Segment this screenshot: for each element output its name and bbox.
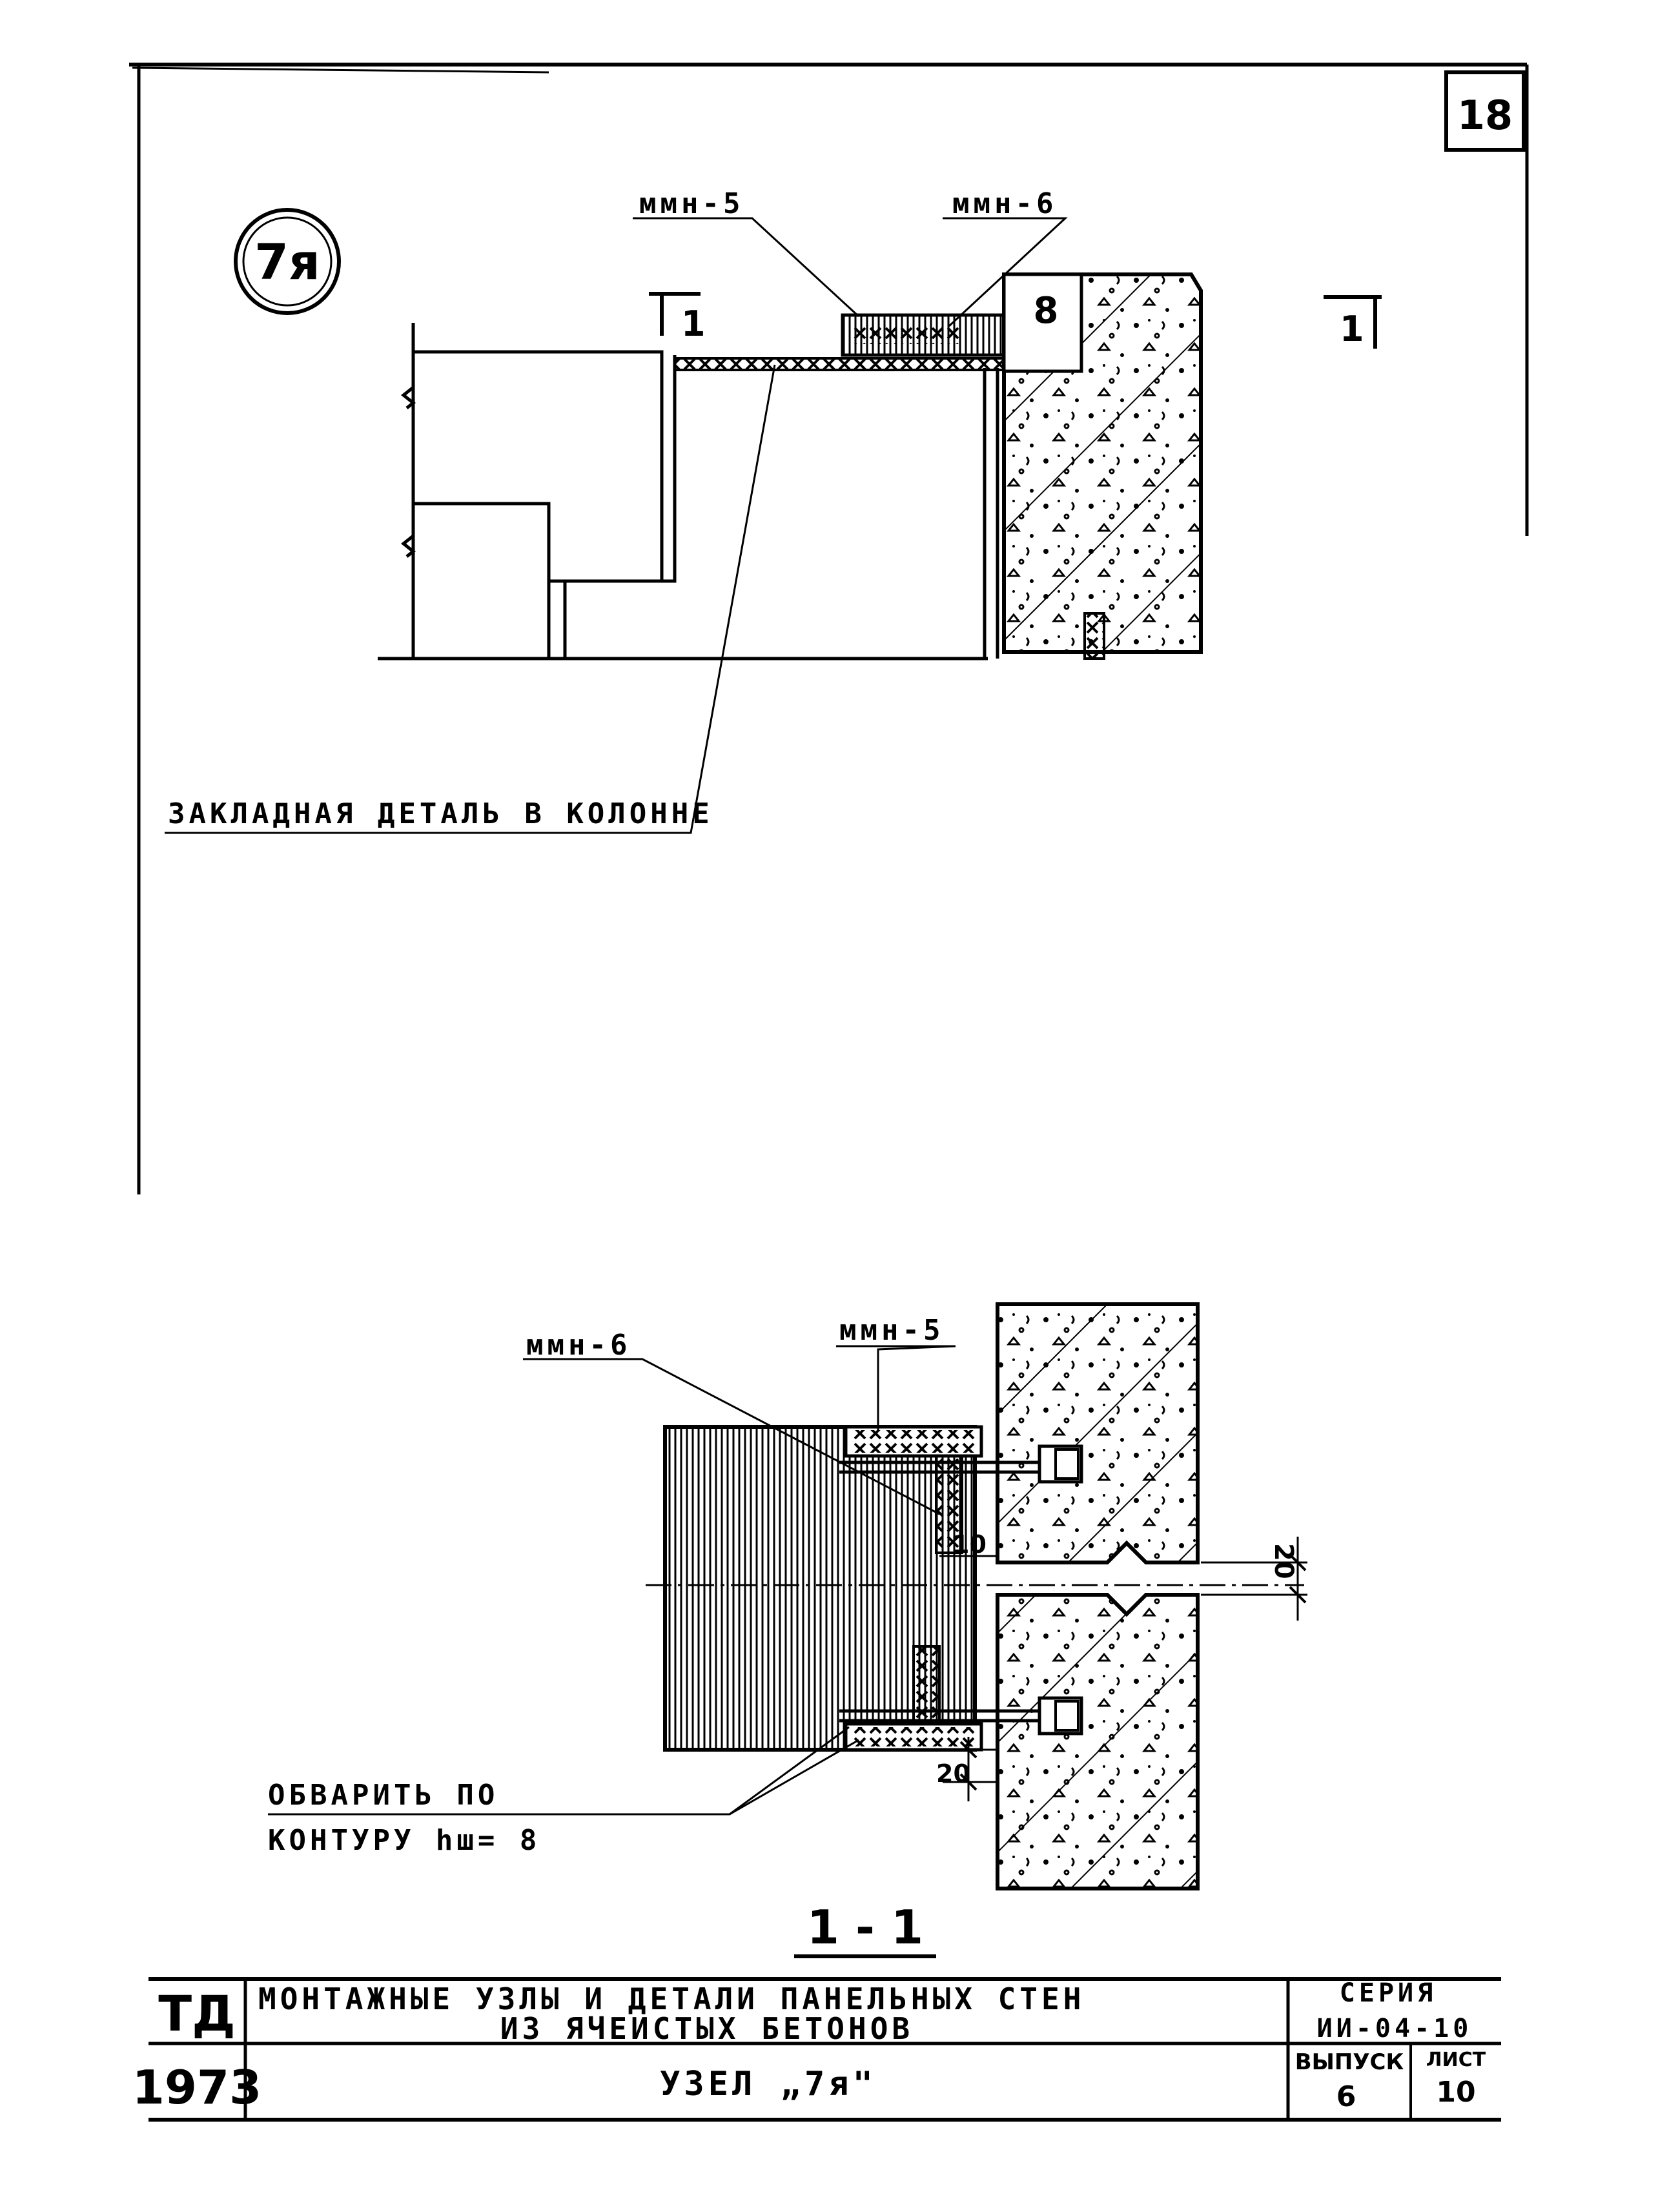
section-title: 1 - 1 xyxy=(794,1900,936,1958)
year: 1973 xyxy=(132,2060,261,2115)
section-panel-lower xyxy=(996,1593,1200,1890)
section-title-label: 1 - 1 xyxy=(807,1900,923,1954)
title-line2: ИЗ ЯЧЕИСТЫХ БЕТОНОВ xyxy=(500,2011,914,2046)
dim-joint: 20 xyxy=(1269,1543,1298,1579)
leader-mmn6-top xyxy=(943,217,1068,327)
section-mark-left xyxy=(649,292,701,336)
joint-centerline xyxy=(646,1537,1307,1621)
node-mark-label: 7я xyxy=(254,233,320,291)
leader-weld-note xyxy=(268,1726,859,1816)
title-block xyxy=(148,1977,1501,2122)
section-panel-upper xyxy=(996,1302,1200,1564)
sheet-frame xyxy=(129,63,1529,1194)
org-code: ТД xyxy=(158,1985,236,2042)
section-mark-right xyxy=(1324,295,1382,349)
dim-lower-lines xyxy=(943,1737,998,1801)
top-view-column xyxy=(378,323,999,661)
dim-upper: 10 xyxy=(952,1530,987,1559)
embedded-plate xyxy=(673,357,1012,371)
label-mmn6-top: ммн-6 xyxy=(952,187,1057,220)
section-mark-left-label: 1 xyxy=(681,303,706,344)
issue-label: ВЫПУСК xyxy=(1295,2049,1404,2075)
title-line1: МОНТАЖНЫЕ УЗЛЫ И ДЕТАЛИ ПАНЕЛЬНЫХ СТЕН xyxy=(258,1982,1085,2016)
wall-panel-top: 8 xyxy=(1002,272,1203,660)
node-mark: 7я xyxy=(234,208,341,315)
leader-mmn5-section xyxy=(836,1345,956,1430)
leader-embedded-part xyxy=(165,364,776,834)
page-number-box: 18 xyxy=(1444,70,1526,152)
label-mmn5-section: ммн-5 xyxy=(839,1314,944,1347)
lower-connection xyxy=(839,1645,1083,1752)
subtitle: УЗЕЛ „7я" xyxy=(660,2065,877,2104)
issue-value: 6 xyxy=(1336,2080,1356,2113)
weld-note-line2: КОНТУРУ hш= 8 xyxy=(268,1824,540,1857)
embedded-part-label: ЗАКЛАДНАЯ ДЕТАЛЬ В КОЛОННЕ xyxy=(168,797,713,830)
section-mark-right-label: 1 xyxy=(1340,309,1364,349)
sheet-value: 10 xyxy=(1436,2076,1475,2109)
label-mmn6-section: ммн-6 xyxy=(526,1329,631,1362)
page-number: 18 xyxy=(1457,92,1513,139)
series-value: ИИ-04-10 xyxy=(1317,2014,1473,2043)
leader-mmn5-top xyxy=(633,217,860,318)
dim-lower: 20 xyxy=(936,1759,970,1788)
leader-mmn6-section xyxy=(523,1358,940,1515)
weld-size-label: 8 xyxy=(1034,290,1059,332)
label-mmn5-top: ммн-5 xyxy=(639,187,744,220)
sheet-label: ЛИСТ xyxy=(1426,2049,1486,2071)
upper-connection xyxy=(839,1425,1083,1554)
series-label: СЕРИЯ xyxy=(1340,1978,1437,2008)
weld-note-line1: ОБВАРИТЬ ПО xyxy=(268,1779,498,1812)
